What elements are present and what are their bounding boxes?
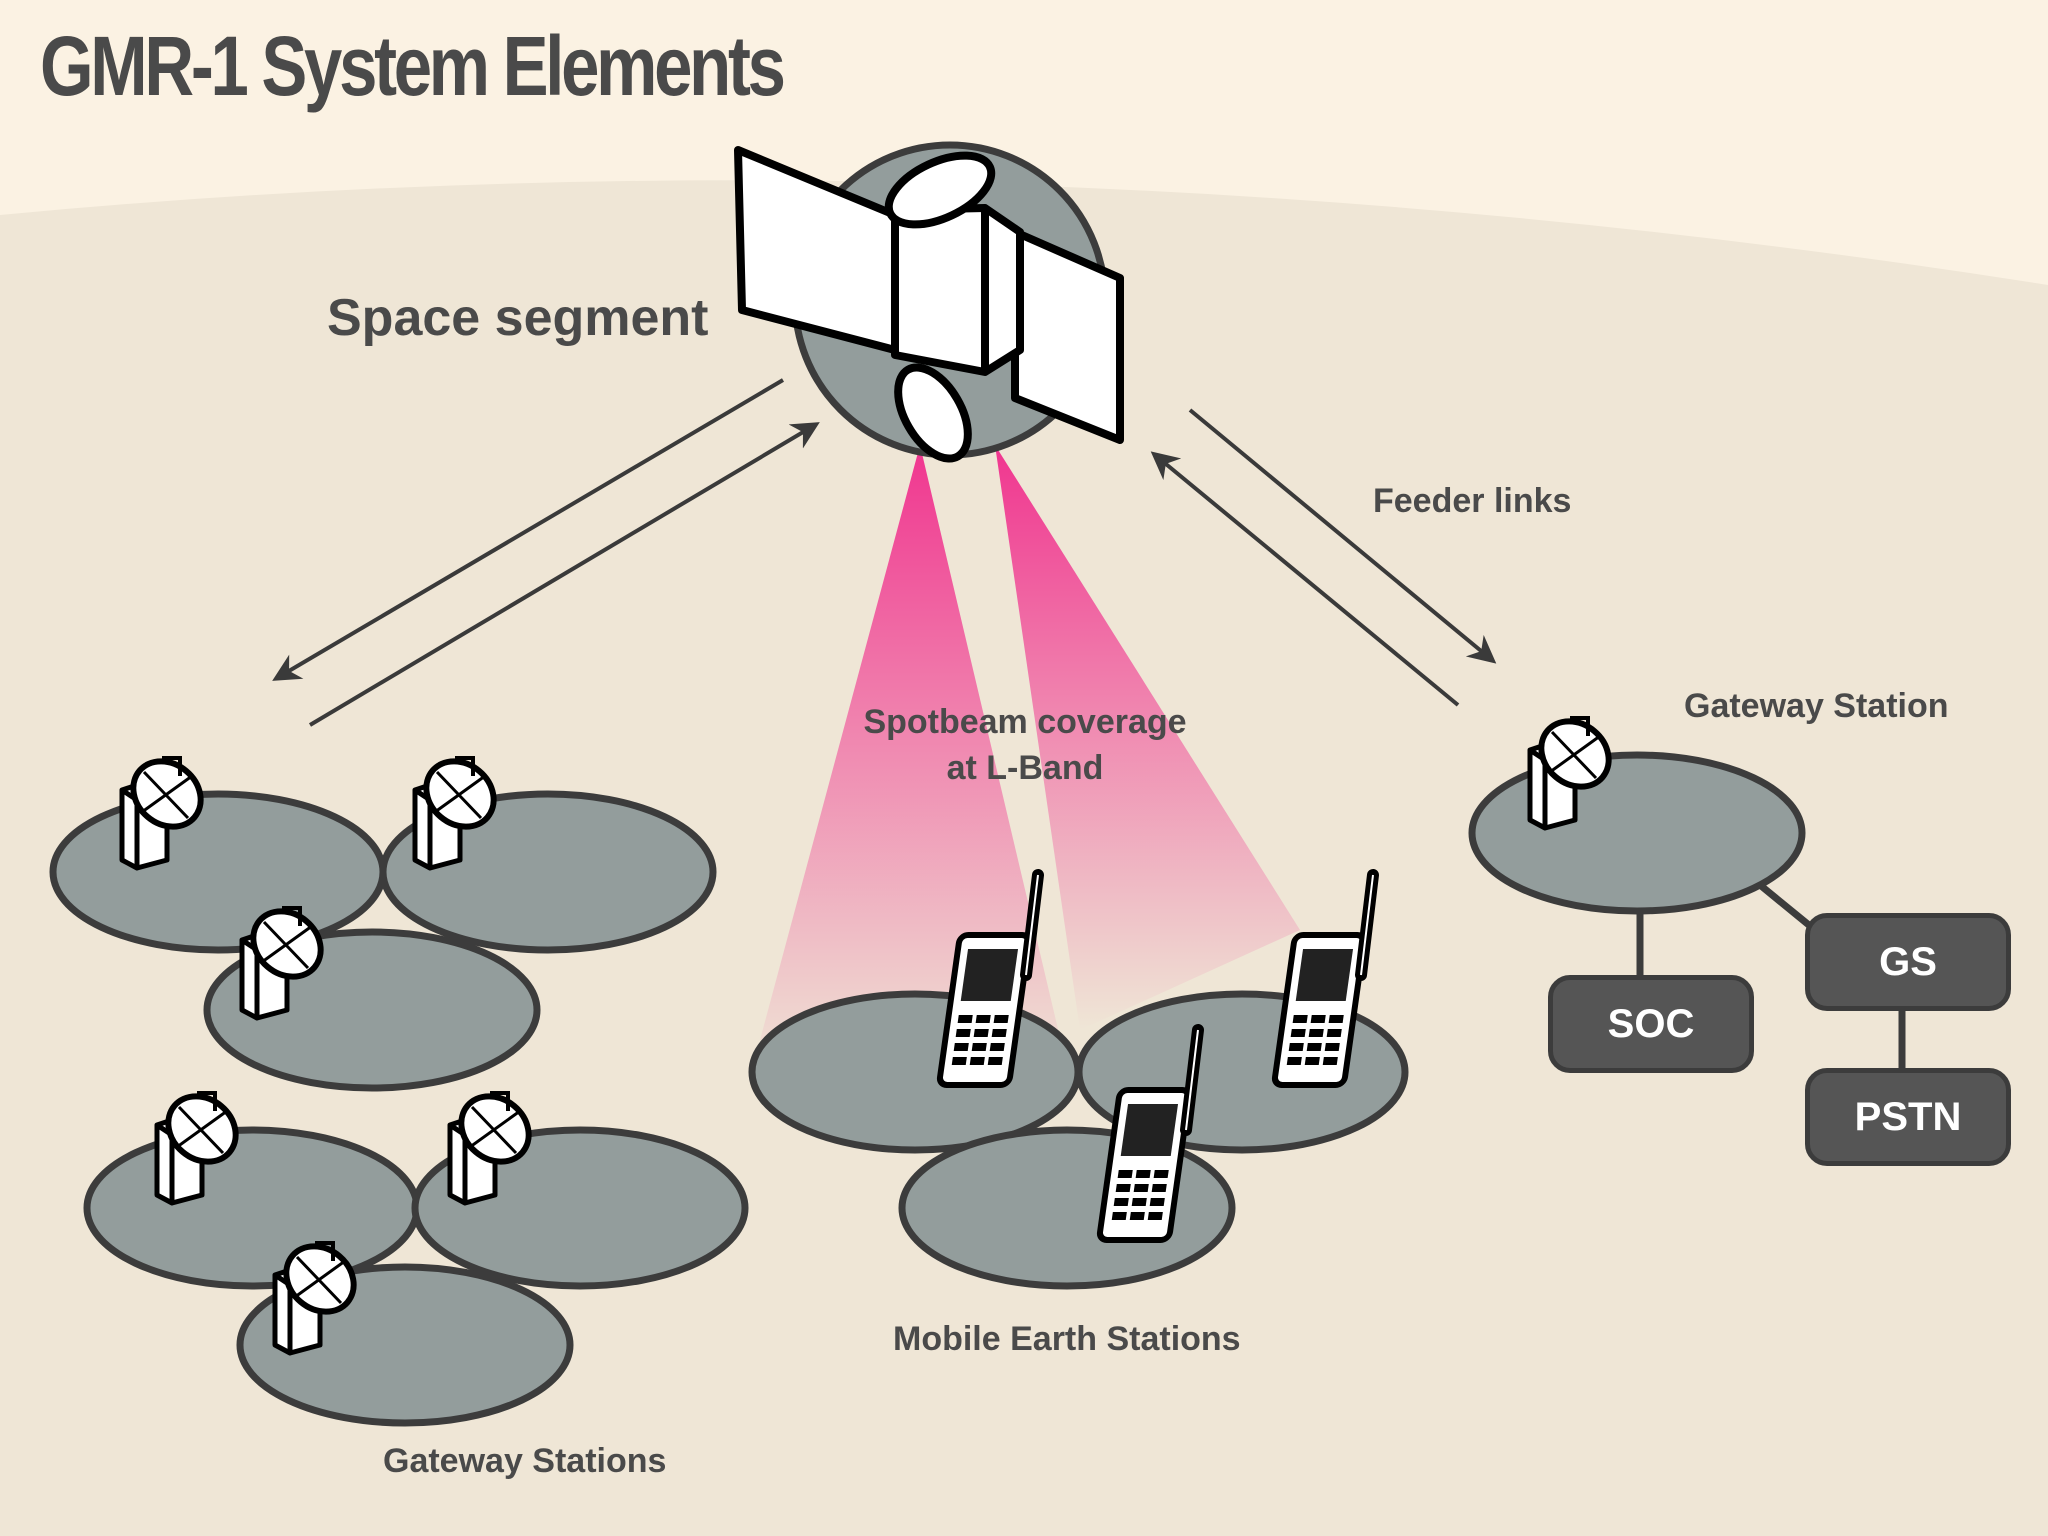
pstn-node: PSTN [1805,1068,2011,1166]
space-segment-label: Space segment [327,289,709,347]
arrow-down-left [272,378,785,681]
gs-node: GS [1805,913,2011,1011]
gateway-station-label: Gateway Station [1684,687,1949,725]
gateway-cell-right [1468,751,1806,915]
mobile-cell [748,990,1082,1154]
page-title: GMR-1 System Elements [40,19,786,113]
spotbeam-label-line2: at L-Band [946,749,1104,787]
spotbeam-label-line1: Spotbeam coverage [863,703,1187,741]
gateway-cell [83,1126,421,1290]
gateway-cell [49,790,387,954]
arrow-up-right [1150,451,1460,707]
spotbeam-right [995,445,1300,1030]
soc-node: SOC [1548,975,1754,1073]
gateway-cell [379,790,717,954]
spotbeam-left [760,445,1070,1080]
arrow-up-left [308,422,820,727]
satellite-icon [734,146,1124,463]
link-gateway-gs [1757,882,1818,933]
arrow-down-right [1188,408,1497,664]
feeder-links-label: Feeder links [1373,482,1572,520]
mobile-earth-stations-label: Mobile Earth Stations [893,1320,1241,1358]
gateway-stations-label: Gateway Stations [383,1442,667,1480]
